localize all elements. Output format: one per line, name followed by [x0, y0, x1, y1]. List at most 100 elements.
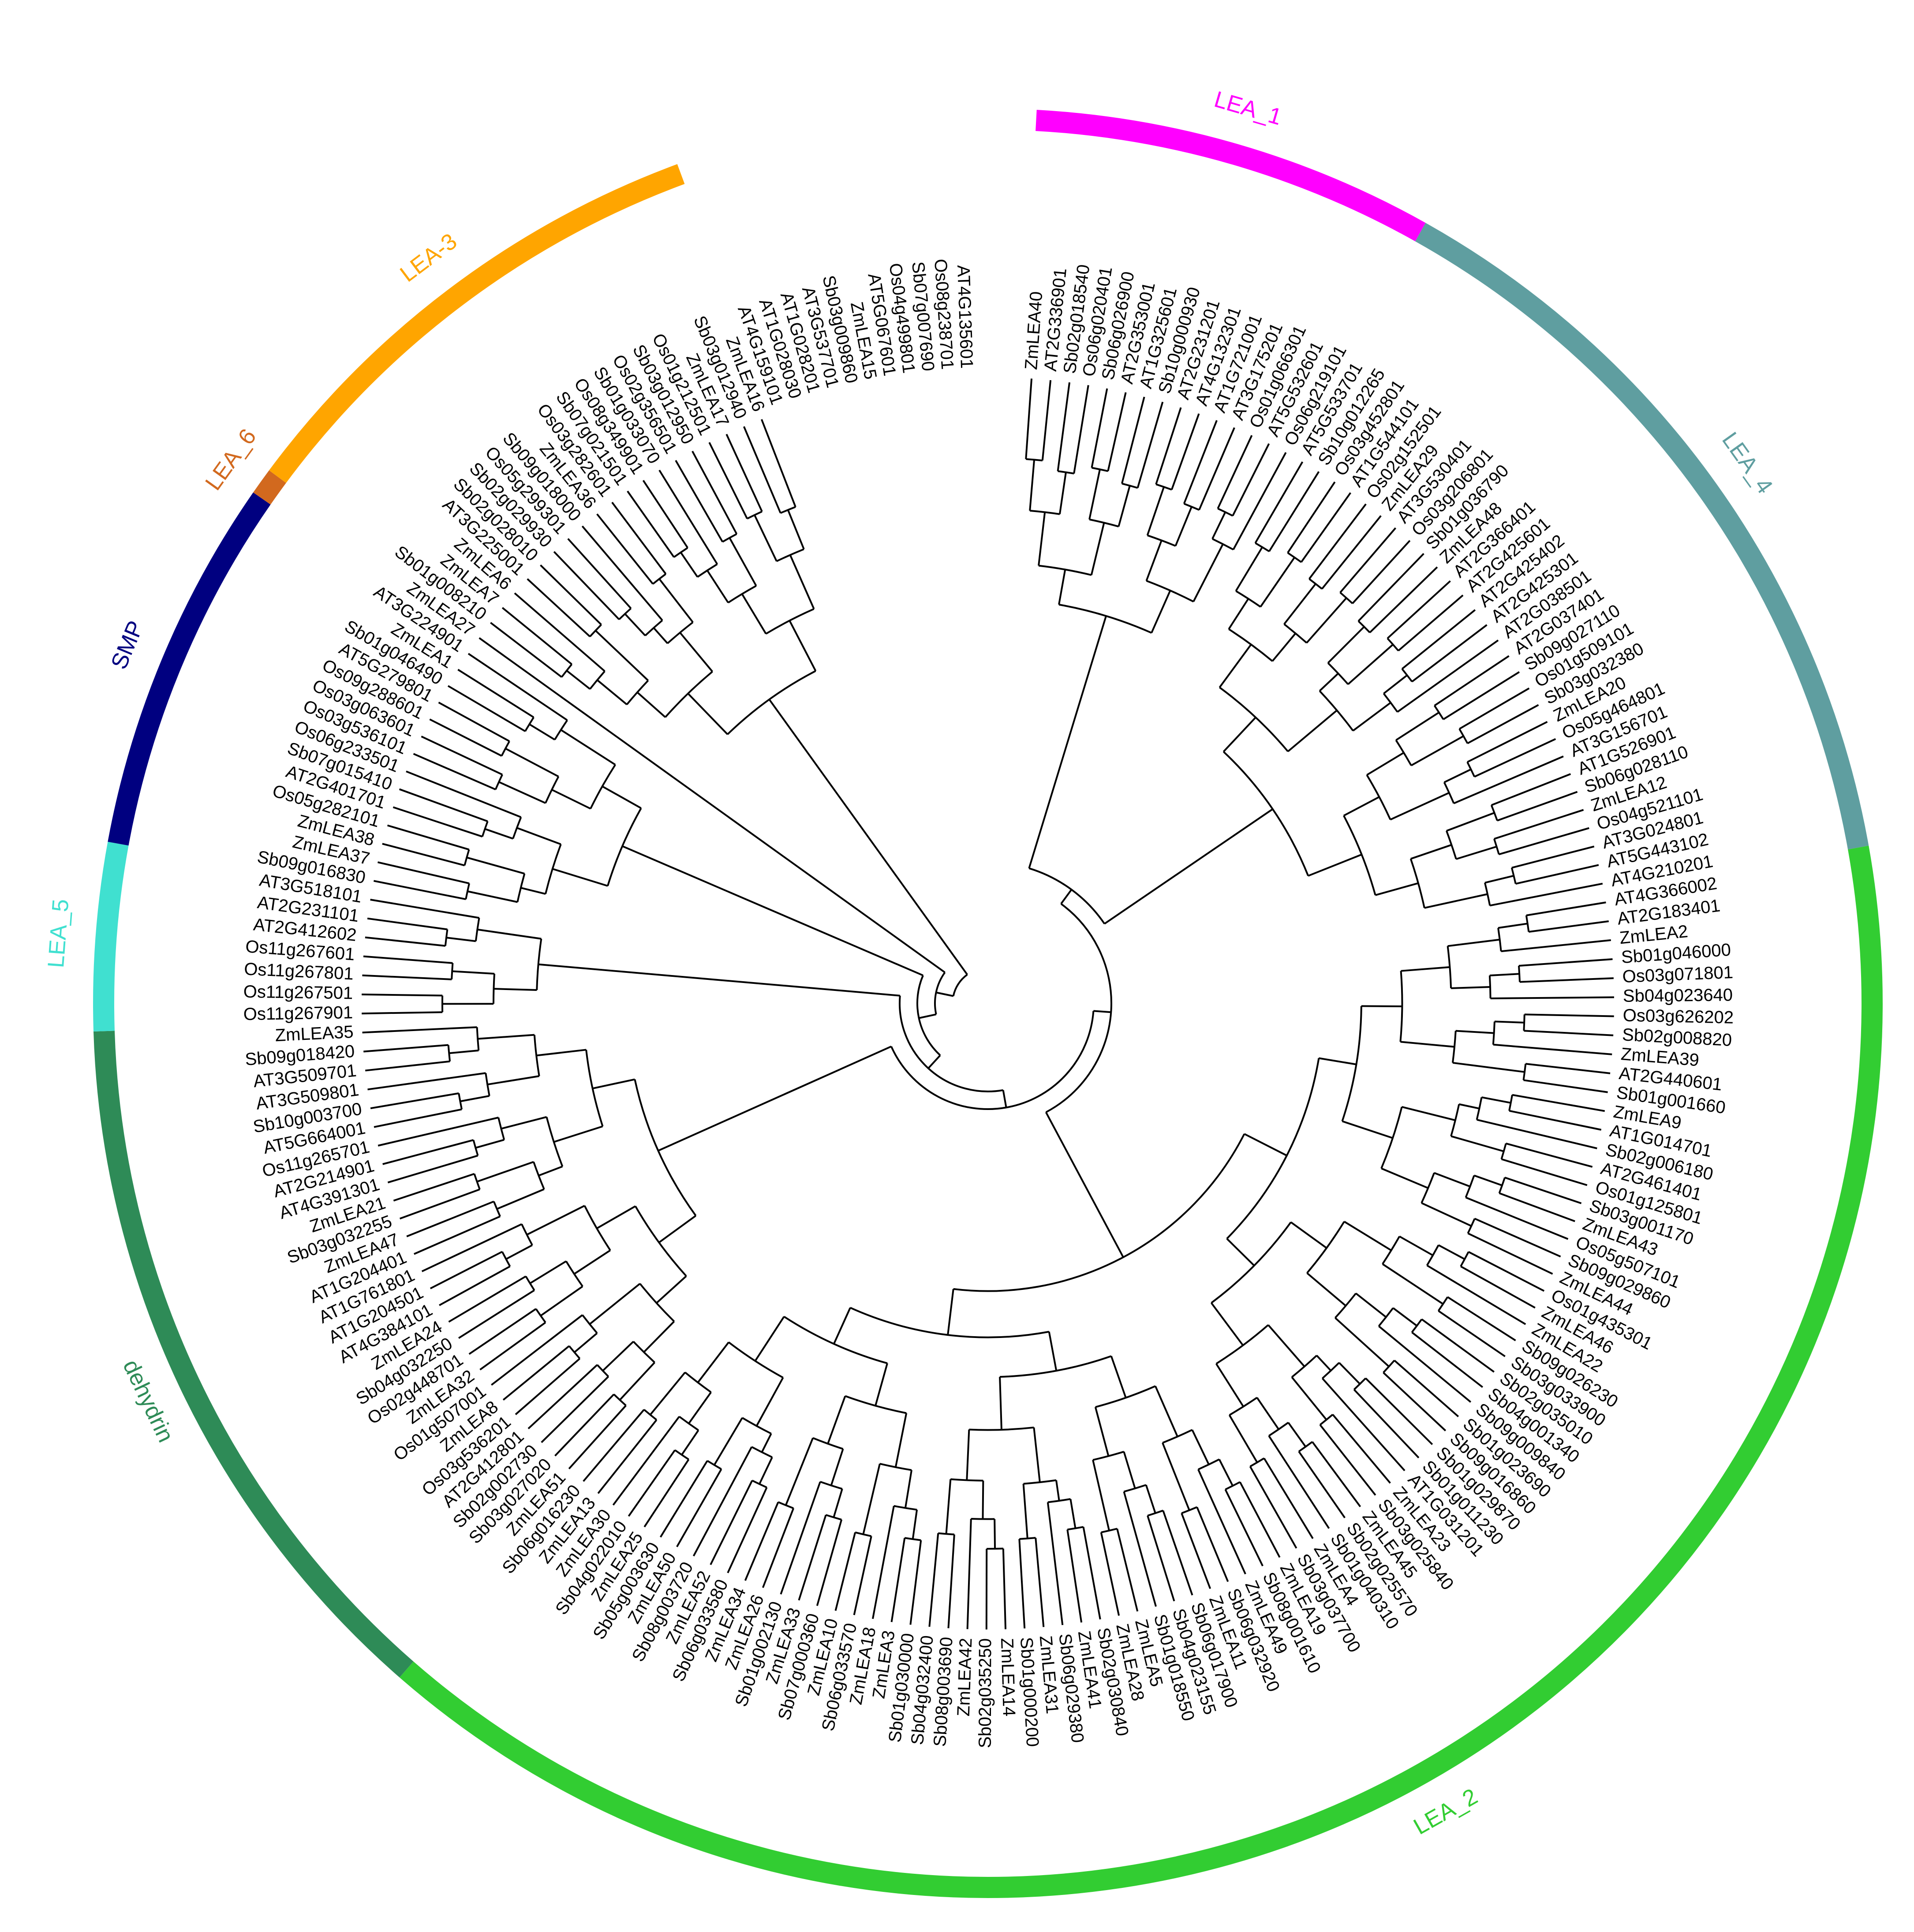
branch — [653, 627, 669, 644]
branch — [1041, 380, 1052, 461]
branch — [812, 1437, 844, 1450]
branch — [725, 433, 763, 512]
branch — [1218, 1459, 1234, 1487]
branch — [1319, 1414, 1334, 1426]
branch — [449, 1050, 479, 1054]
branch — [659, 1460, 708, 1538]
branch — [492, 973, 495, 1004]
leaf-label: AT4G135601 — [953, 265, 976, 369]
branch — [1228, 1414, 1258, 1463]
branch — [1383, 1372, 1447, 1431]
branch — [1048, 1331, 1058, 1371]
branch — [1093, 1010, 1111, 1013]
group-label: LEA_1 — [1211, 86, 1285, 130]
branch — [675, 460, 724, 542]
branch — [1499, 1192, 1575, 1222]
branch — [365, 1060, 450, 1072]
branch — [1484, 874, 1514, 884]
branch — [568, 1405, 627, 1469]
branch — [512, 817, 522, 839]
branch — [1375, 882, 1419, 896]
branch — [966, 1518, 972, 1629]
branch — [1094, 1407, 1110, 1457]
branch — [1327, 626, 1365, 664]
group-label: LEA_2 — [1409, 1784, 1482, 1840]
branch — [673, 547, 688, 558]
branch — [1451, 986, 1491, 989]
branch — [1263, 1457, 1314, 1539]
branch — [945, 1479, 952, 1534]
branch — [1489, 973, 1520, 977]
branch — [681, 1430, 699, 1456]
branch — [1383, 674, 1408, 695]
branch — [1492, 1021, 1495, 1045]
branch — [1339, 592, 1353, 604]
branch — [680, 552, 699, 578]
branch — [1411, 1331, 1484, 1388]
branch — [707, 570, 729, 603]
branch — [382, 843, 465, 867]
branch — [1511, 845, 1595, 869]
branch — [1316, 1355, 1332, 1371]
branch — [452, 970, 495, 975]
branch — [1308, 578, 1323, 590]
branch — [1355, 1293, 1387, 1318]
branch — [1319, 673, 1339, 692]
branch — [1343, 1221, 1392, 1251]
branch — [624, 613, 646, 636]
branch — [1088, 469, 1101, 520]
branch — [1438, 1310, 1506, 1357]
branch — [1327, 662, 1349, 685]
branch — [1162, 1510, 1193, 1596]
branch — [477, 928, 542, 940]
branch — [479, 1322, 546, 1371]
branch — [1366, 752, 1405, 776]
branch — [827, 1395, 846, 1444]
branch — [1381, 1167, 1428, 1189]
branch — [516, 827, 561, 845]
branch — [768, 699, 968, 975]
branch — [754, 1316, 785, 1362]
group-arc — [399, 845, 1883, 1898]
branch — [1390, 792, 1450, 821]
branch — [535, 1308, 546, 1323]
branch — [1151, 590, 1171, 633]
branch — [1424, 893, 1488, 909]
branch — [713, 1417, 743, 1466]
branch — [611, 501, 667, 575]
branch — [545, 776, 560, 803]
branch — [830, 1448, 844, 1486]
branch — [1174, 506, 1193, 546]
branch — [367, 1072, 486, 1091]
branch — [1058, 569, 1066, 605]
group-arc — [253, 470, 286, 505]
branch — [708, 442, 748, 519]
branch — [1211, 512, 1226, 539]
branch — [458, 1289, 535, 1339]
branch — [1460, 1265, 1536, 1309]
branch — [602, 1341, 634, 1371]
branch — [743, 426, 781, 514]
branch — [1387, 638, 1399, 651]
branch — [628, 1450, 676, 1517]
branch — [1497, 791, 1578, 822]
branch — [414, 1215, 501, 1255]
branch — [1145, 1484, 1156, 1513]
branch — [573, 1249, 611, 1275]
branch — [1490, 805, 1498, 821]
branch — [1456, 845, 1497, 860]
branch — [515, 1358, 580, 1415]
branch — [936, 991, 954, 997]
branch — [596, 513, 654, 585]
branch — [421, 736, 503, 776]
branch — [1467, 1232, 1553, 1275]
branch — [1058, 470, 1074, 475]
branch — [540, 564, 602, 625]
branch — [505, 747, 559, 777]
leaf-label: ZmLEA42 — [954, 1637, 976, 1716]
branch — [1092, 1460, 1110, 1531]
branch — [1499, 827, 1589, 856]
branch — [476, 1161, 534, 1183]
branch — [1232, 443, 1270, 516]
branch — [1398, 594, 1464, 652]
